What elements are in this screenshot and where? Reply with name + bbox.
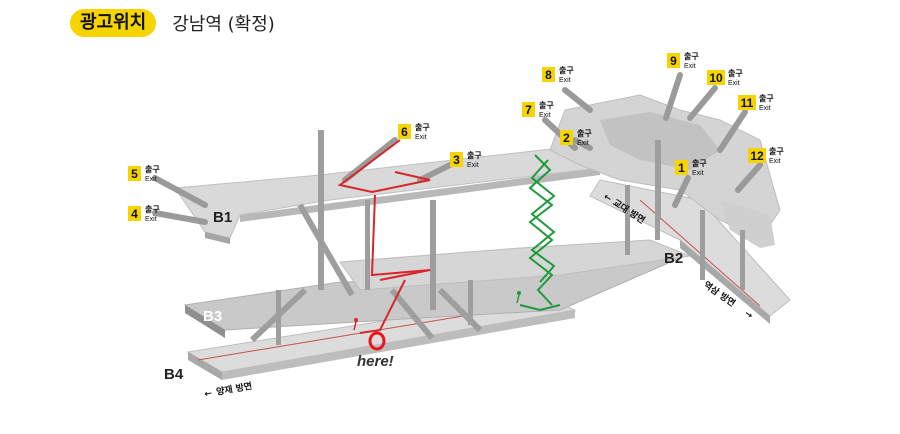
svg-text:→: → — [742, 309, 754, 322]
exit-tunnels — [152, 72, 763, 225]
svg-text:Exit: Exit — [145, 216, 157, 223]
exit-label-9: 9 출구 Exit — [667, 51, 699, 70]
floor-label-b1: B1 — [213, 209, 232, 226]
direction-yangjae: ← 양재 방면 — [204, 380, 253, 400]
floor-label-b4: B4 — [164, 366, 184, 383]
svg-text:7: 7 — [525, 103, 532, 117]
svg-text:출구: 출구 — [728, 68, 743, 78]
header: 광고위치 강남역 (확정) — [70, 8, 275, 38]
current-location-marker: here! — [357, 331, 394, 370]
ad-location-badge: 광고위치 — [70, 9, 157, 37]
svg-text:11: 11 — [741, 96, 754, 110]
svg-text:2: 2 — [563, 131, 570, 145]
svg-text:출구: 출구 — [684, 51, 699, 61]
svg-text:8: 8 — [545, 68, 552, 82]
exit-label-4: 4 출구 Exit — [128, 204, 160, 223]
svg-text:Exit: Exit — [728, 80, 740, 87]
svg-text:10: 10 — [709, 71, 723, 85]
svg-text:9: 9 — [670, 54, 677, 68]
exit-label-5: 5 출구 Exit — [128, 164, 160, 183]
exit-label-1: 1 출구 Exit — [675, 158, 707, 177]
svg-text:12: 12 — [750, 149, 764, 163]
svg-text:Exit: Exit — [759, 105, 771, 112]
svg-text:4: 4 — [131, 207, 138, 221]
svg-text:출구: 출구 — [769, 146, 784, 156]
svg-text:←: ← — [204, 389, 214, 400]
svg-text:출구: 출구 — [539, 100, 554, 110]
here-label: here! — [357, 353, 394, 370]
svg-text:Exit: Exit — [145, 176, 157, 183]
svg-text:Exit: Exit — [467, 162, 479, 169]
svg-text:출구: 출구 — [415, 122, 430, 132]
svg-text:출구: 출구 — [145, 204, 160, 214]
svg-text:Exit: Exit — [692, 170, 704, 177]
svg-text:Exit: Exit — [539, 112, 551, 119]
svg-text:5: 5 — [131, 167, 138, 181]
svg-text:출구: 출구 — [759, 93, 774, 103]
svg-text:양재 방면: 양재 방면 — [215, 380, 253, 398]
svg-text:6: 6 — [401, 125, 408, 139]
svg-text:1: 1 — [678, 161, 685, 175]
svg-text:Exit: Exit — [559, 77, 571, 84]
exit-label-12: 12 출구 Exit — [748, 146, 784, 165]
svg-text:출구: 출구 — [145, 164, 160, 174]
exit-label-8: 8 출구 Exit — [542, 65, 574, 84]
station-title: 강남역 (확정) — [172, 14, 275, 35]
floor-label-b3: B3 — [203, 308, 222, 325]
svg-text:출구: 출구 — [467, 150, 482, 160]
svg-text:Exit: Exit — [769, 158, 781, 165]
walking-person-icon — [353, 291, 521, 331]
route-red — [337, 139, 431, 334]
svg-text:Exit: Exit — [415, 134, 427, 141]
svg-text:Exit: Exit — [577, 140, 589, 147]
route-green — [519, 154, 561, 312]
exit-label-10: 10 출구 Exit — [707, 68, 743, 87]
svg-text:3: 3 — [453, 153, 460, 167]
svg-text:출구: 출구 — [692, 158, 707, 168]
exit-label-3: 3 출구 Exit — [450, 150, 482, 169]
exit-label-2: 2 출구 Exit — [560, 128, 592, 147]
svg-text:출구: 출구 — [559, 65, 574, 75]
floor-label-b2: B2 — [664, 250, 683, 267]
svg-text:Exit: Exit — [684, 63, 696, 70]
exit-label-7: 7 출구 Exit — [522, 100, 554, 119]
exit-label-11: 11 출구 Exit — [738, 93, 774, 112]
svg-text:출구: 출구 — [577, 128, 592, 138]
exit-label-6: 6 출구 Exit — [398, 122, 430, 141]
